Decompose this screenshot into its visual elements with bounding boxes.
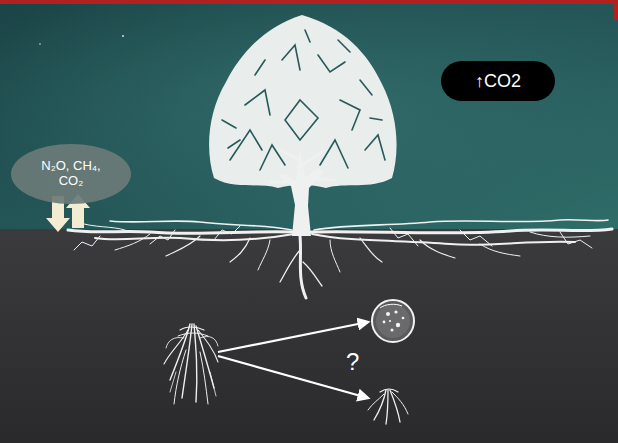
colony — [389, 320, 391, 322]
tree-roots-part — [330, 240, 340, 272]
root-sample-part — [178, 333, 208, 336]
small-root-part — [392, 392, 408, 414]
tree-roots-part — [480, 244, 520, 256]
tree-trunk — [270, 150, 335, 236]
small-root-part — [386, 390, 388, 424]
colony — [394, 310, 397, 313]
tree-roots — [68, 220, 612, 298]
tree-roots-part — [68, 230, 296, 233]
root-sample-part — [180, 327, 204, 330]
arrow-to-roots — [218, 356, 368, 398]
trunk-shape — [278, 150, 324, 236]
tree-roots-part — [460, 230, 492, 246]
crown-gaps-part — [230, 130, 262, 160]
sky-glow — [0, 0, 618, 229]
root-sample-part — [200, 336, 218, 346]
pathway-arrows — [218, 322, 368, 398]
crown-gaps-part — [370, 118, 382, 120]
tree-roots-part — [95, 234, 294, 240]
tree-roots-part — [303, 262, 322, 286]
node-body: N₂O, CH₄, CO₂ — [10, 143, 132, 205]
crown-gaps-part — [260, 145, 285, 170]
crown-gaps-part — [360, 80, 372, 95]
crown-gaps-part — [320, 140, 348, 168]
tree-roots-part — [300, 236, 306, 298]
colony — [396, 323, 400, 327]
tree-roots-part — [258, 240, 270, 270]
crown-gaps-part — [228, 140, 240, 148]
small-root-part — [368, 394, 384, 410]
star — [122, 35, 124, 37]
pill-shape — [441, 61, 555, 101]
tree-roots-part — [360, 238, 382, 262]
tree-roots-part — [115, 234, 150, 250]
tree-roots-part — [390, 228, 418, 246]
tree-roots-part — [560, 232, 592, 248]
node-text: ↑CO2 — [475, 71, 521, 92]
tree-roots-part — [314, 220, 608, 230]
star — [39, 43, 41, 45]
gas-flux-ellipse: N₂O, CH₄, CO₂ — [10, 143, 132, 205]
tree-roots-part — [150, 230, 175, 244]
colony — [383, 321, 386, 324]
root-sample-part — [164, 330, 188, 364]
root-sample-part — [170, 372, 176, 392]
colony — [386, 312, 390, 316]
crown-silhouette — [209, 15, 396, 188]
root-sample — [164, 324, 218, 404]
tree-roots-part — [312, 234, 575, 245]
co2-badge: ↑CO2 — [440, 60, 556, 102]
colony — [391, 329, 394, 332]
tree-roots-part — [420, 240, 455, 258]
crown-gaps — [222, 30, 385, 170]
root-sample-part — [166, 337, 184, 348]
dish-medium — [376, 304, 410, 338]
crown-gaps-part — [245, 90, 270, 115]
tree-roots-part — [74, 236, 100, 250]
small-root-part — [380, 389, 398, 392]
top-red-bar — [0, 0, 618, 4]
root-sample-part — [200, 352, 208, 404]
sky-band — [0, 0, 618, 229]
colony — [402, 317, 405, 320]
lower-branches — [270, 150, 335, 182]
tree-roots-part — [110, 221, 292, 230]
tree-crown — [209, 15, 396, 188]
petri-dish — [372, 300, 414, 342]
tree-roots-part — [280, 250, 300, 282]
root-sample-part — [210, 372, 216, 396]
crown-gaps-part — [285, 100, 318, 140]
arrow-to-microbes — [218, 322, 368, 352]
tree-roots-part — [230, 238, 250, 262]
crown-gaps-part — [318, 55, 345, 72]
crown-gaps-part — [222, 120, 236, 128]
crown-gaps-part — [282, 45, 300, 70]
crown-gaps-part — [340, 100, 360, 130]
node-text: N₂O, CH₄, CO₂ — [31, 159, 111, 189]
ellipse-shape — [11, 144, 131, 204]
question-mark: ? — [346, 348, 359, 376]
small-root — [368, 389, 408, 424]
node-body: ↑CO2 — [440, 60, 556, 102]
tree-roots-part — [214, 226, 240, 240]
root-sample-part — [174, 350, 186, 404]
corner-red-bar — [614, 0, 618, 20]
crown-gaps-part — [255, 60, 265, 75]
crown-gaps-part — [305, 30, 310, 42]
dish-shine — [380, 304, 402, 308]
tree-roots-part — [84, 224, 130, 232]
dish-rim — [372, 300, 414, 342]
soil-band — [0, 229, 618, 443]
root-sample-part — [194, 324, 197, 402]
crown-gaps-part — [365, 135, 385, 160]
crown-gaps-part — [338, 40, 350, 52]
root-sample-part — [182, 324, 192, 398]
tree-roots-part — [166, 236, 200, 256]
